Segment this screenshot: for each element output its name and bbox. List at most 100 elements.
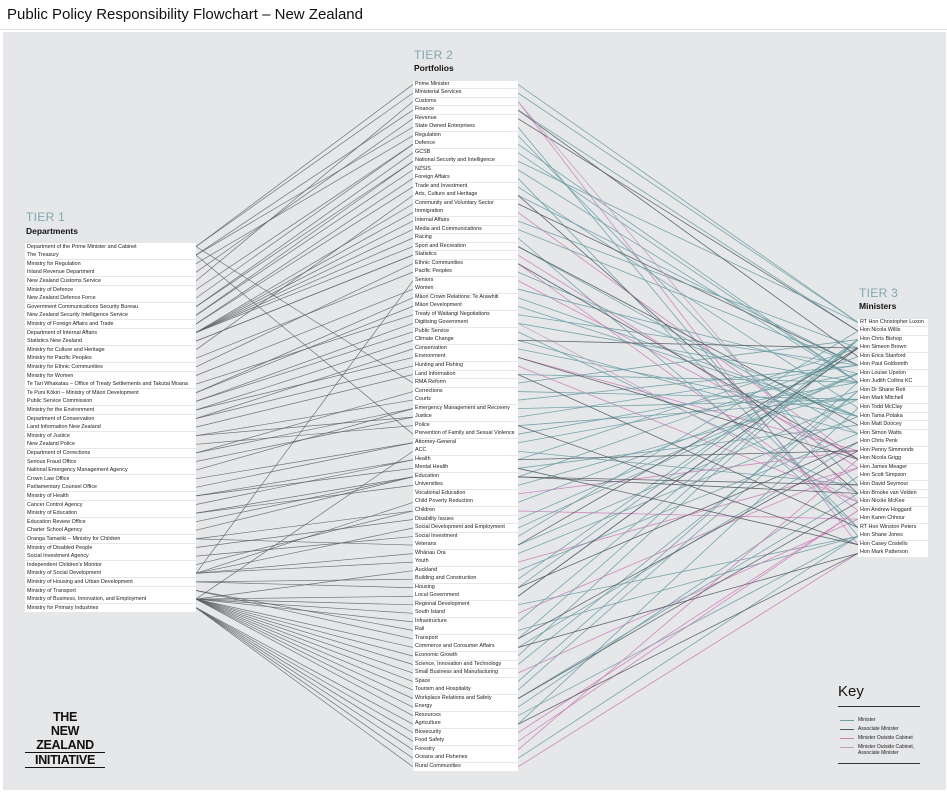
minister-item: RT Hon Winston Peters	[858, 523, 928, 532]
portfolio-item: Ethnic Communities	[413, 259, 518, 268]
portfolio-minister-link	[517, 220, 859, 349]
department-item: Ministry for Primary Industries	[25, 603, 196, 612]
portfolio-minister-link	[517, 109, 859, 332]
portfolio-minister-link	[517, 347, 859, 546]
minister-item: Hon Erica Stanford	[858, 352, 928, 361]
department-portfolio-link	[195, 297, 414, 394]
portfolio-item: Māori Crown Relations: Te Arawhiti	[413, 293, 518, 302]
portfolio-minister-link	[517, 501, 859, 699]
portfolio-item: Housing	[413, 583, 518, 592]
minister-item: Hon Simon Watts	[858, 429, 928, 438]
department-item: Ministry for Ethnic Communities	[25, 362, 196, 371]
department-portfolio-link	[195, 160, 414, 316]
department-portfolio-link	[195, 365, 414, 419]
portfolio-item: Digitising Government	[413, 319, 518, 328]
portfolio-item: Small Business and Manufacturing	[413, 669, 518, 677]
portfolio-item: Vocational Education	[413, 489, 518, 498]
portfolio-minister-link	[517, 347, 859, 461]
portfolio-item: State Owned Enterprises	[413, 123, 518, 132]
portfolio-item: Finance	[413, 106, 518, 114]
portfolio-item: Building and Construction	[413, 575, 518, 584]
minister-item: Hon Mark Mitchell	[858, 395, 928, 404]
department-item: Ministry of Business, Innovation, and Em…	[25, 595, 196, 604]
department-portfolio-link	[195, 598, 414, 716]
portfolio-item: Ministerial Services	[413, 89, 518, 97]
portfolio-minister-link	[517, 476, 859, 708]
department-item: New Zealand Customs Service	[25, 276, 196, 285]
department-portfolio-link	[195, 598, 414, 682]
portfolio-item: Trade and Investment	[413, 182, 518, 191]
department-portfolio-link	[195, 598, 414, 674]
title-divider	[0, 29, 947, 30]
portfolio-item: Commerce and Consumer Affairs	[413, 643, 518, 652]
department-portfolio-link	[195, 578, 414, 583]
department-item: Ministry for Culture and Heritage	[25, 345, 196, 354]
minister-item: Hon Scott Simpson	[858, 472, 928, 481]
portfolio-minister-link	[517, 339, 859, 580]
minister-item: Hon James Meager	[858, 463, 928, 472]
department-portfolio-link	[195, 598, 414, 614]
portfolio-item: Customs	[413, 97, 518, 106]
portfolio-item: Foreign Affairs	[413, 174, 518, 183]
department-item: Te Puni Kōkiri – Ministry of Māori Devel…	[25, 388, 196, 397]
department-portfolio-link	[195, 169, 414, 316]
portfolio-item: Climate Change	[413, 336, 518, 345]
department-item: Ministry of Transport	[25, 586, 196, 595]
department-item: Inland Revenue Department	[25, 268, 196, 277]
department-item: The Treasury	[25, 251, 196, 260]
portfolio-item: Corrections	[413, 387, 518, 396]
portfolio-minister-link	[517, 92, 859, 323]
portfolio-item: Health	[413, 455, 518, 464]
department-portfolio-link	[195, 118, 414, 273]
portfolio-item: GCSB	[413, 148, 518, 157]
minister-item: Hon Tama Potaka	[858, 412, 928, 421]
department-item: Parliamentary Counsel Office	[25, 483, 196, 492]
department-portfolio-link	[195, 322, 414, 402]
department-item: Ministry for Women	[25, 371, 196, 380]
portfolio-item: Attorney-General	[413, 438, 518, 447]
key-label: Minister Outside Cabinet, Associate Mini…	[858, 744, 915, 756]
department-item: Department of the Prime Minister and Cab…	[25, 242, 196, 251]
minister-item: Hon Shane Jones	[858, 532, 928, 541]
department-item: Department of Internal Affairs	[25, 328, 196, 337]
minister-item: Hon Paul Goldsmith	[858, 361, 928, 370]
portfolio-item: Science, Innovation and Technology	[413, 660, 518, 669]
portfolio-minister-link	[517, 101, 859, 503]
portfolio-item: Local Government	[413, 592, 518, 601]
department-portfolio-link	[195, 143, 414, 299]
department-portfolio-link	[195, 476, 414, 531]
portfolio-minister-link	[517, 229, 859, 366]
department-portfolio-link	[195, 536, 414, 557]
tier1-title: Departments	[26, 226, 78, 236]
department-item: Ministry of Health	[25, 491, 196, 500]
department-portfolio-link	[195, 459, 414, 497]
department-item: Ministry for Regulation	[25, 259, 196, 268]
minister-item: Hon David Seymour	[858, 480, 928, 489]
portfolio-minister-link	[517, 160, 859, 323]
department-portfolio-link	[195, 186, 414, 325]
portfolio-item: Pacific Peoples	[413, 268, 518, 277]
portfolio-item: Universities	[413, 481, 518, 490]
department-portfolio-link	[195, 598, 414, 648]
portfolio-item: Rail	[413, 626, 518, 635]
portfolio-item: RMA Reform	[413, 379, 518, 387]
department-portfolio-link	[195, 348, 414, 419]
department-portfolio-link	[195, 459, 414, 505]
portfolio-minister-link	[517, 322, 859, 383]
key-label: Minister Outside Cabinet	[858, 735, 913, 741]
portfolio-item: Prime Minister	[413, 80, 518, 89]
key-swatch	[840, 738, 854, 739]
department-portfolio-link	[195, 476, 414, 514]
department-portfolio-link	[195, 254, 414, 435]
department-item: Ministry for Pacific Peoples	[25, 354, 196, 363]
department-portfolio-link	[195, 607, 414, 725]
department-portfolio-link	[195, 598, 414, 665]
department-item: New Zealand Security Intelligence Servic…	[25, 311, 196, 320]
department-portfolio-link	[195, 152, 414, 307]
portfolio-minister-link	[517, 339, 859, 657]
logo-line: INITIATIVE	[25, 753, 105, 768]
portfolio-item: Internal Affairs	[413, 216, 518, 225]
portfolio-item: Agriculture	[413, 720, 518, 729]
department-portfolio-link	[195, 570, 414, 600]
department-portfolio-link	[195, 598, 414, 708]
